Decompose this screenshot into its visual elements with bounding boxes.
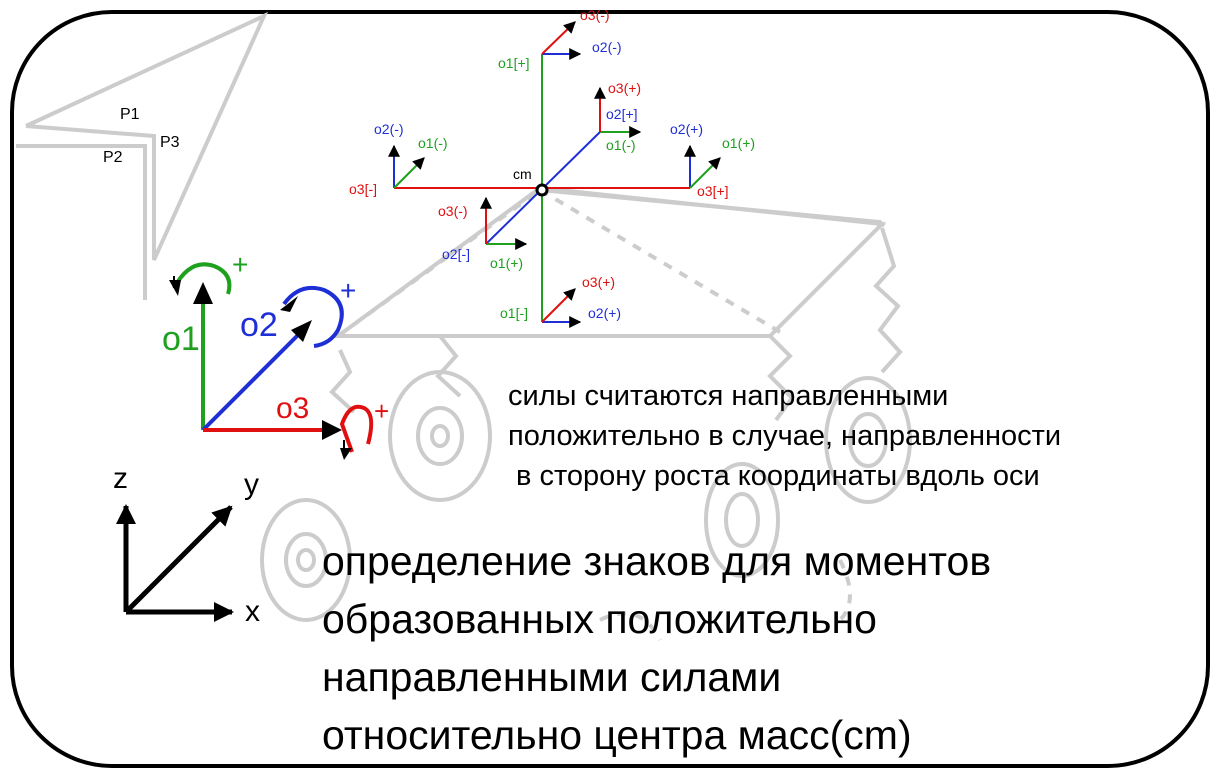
moment-arc-o2 <box>280 285 344 348</box>
force-right-o1: o1(+) <box>722 135 755 151</box>
point-p3: P3 <box>160 134 180 151</box>
title-line: образованных положительно <box>322 596 877 642</box>
axis-label-x: x <box>245 595 260 628</box>
plus-o2: + <box>340 275 356 306</box>
label-o2: o2 <box>240 306 278 344</box>
wheel-front-right <box>824 376 912 504</box>
force-back-o3: o3(+) <box>608 80 641 96</box>
force-sign-note: силы считаются направленными положительн… <box>508 376 1061 496</box>
wheel-front-left <box>388 370 492 502</box>
cm-label: cm <box>513 166 532 182</box>
moment-arc-o1 <box>169 262 232 296</box>
axis-label-z: z <box>113 462 128 495</box>
title-line: направленными силами <box>322 654 782 700</box>
plus-o3: + <box>374 396 389 426</box>
force-note-line: силы считаются направленными <box>508 380 949 412</box>
point-p2: P2 <box>103 149 123 166</box>
moment-axes <box>193 282 342 440</box>
force-bottom-o2: o2(+) <box>588 305 621 321</box>
point-p1: P1 <box>120 106 140 123</box>
moment-arc-o3 <box>339 404 374 460</box>
force-triad-right <box>684 144 721 189</box>
plus-o1: + <box>232 249 248 280</box>
coordinate-axes: z y x <box>113 462 260 628</box>
force-front-o2: o2[-] <box>442 246 470 262</box>
axis-label-y: y <box>244 468 259 501</box>
force-triad-bottom <box>541 288 582 328</box>
force-left-o2: o2(-) <box>374 121 404 137</box>
diagram-title: определение знаков для моментов образова… <box>322 532 991 764</box>
force-triad-top <box>541 21 582 60</box>
label-o3: o3 <box>276 392 309 425</box>
force-left-o3: o3[-] <box>349 181 377 197</box>
force-right-o3: o3[+] <box>697 183 729 199</box>
force-top-o1: o1[+] <box>498 55 530 71</box>
force-top-o2: o2(-) <box>592 39 622 55</box>
force-note-line: в сторону роста координаты вдоль оси <box>516 460 1040 492</box>
center-of-mass-marker <box>535 183 549 197</box>
force-back-o1: o1(-) <box>606 137 636 153</box>
label-o1: o1 <box>162 320 200 358</box>
force-system: cm o3(-) o2(-) o1[+] o3(+) o2[+] o1(-) o… <box>349 7 755 328</box>
force-note-line: положительно в случае, направленности <box>508 420 1062 452</box>
force-right-o2: o2(+) <box>670 121 703 137</box>
force-left-o1: o1(-) <box>418 135 448 151</box>
wheel-rear-left <box>260 498 352 622</box>
force-back-o2: o2[+] <box>606 106 638 122</box>
force-triad-back <box>594 86 642 138</box>
outer-frame <box>10 10 1210 768</box>
title-line: определение знаков для моментов <box>322 538 992 584</box>
robot-sketch <box>16 11 912 641</box>
force-front-o3: o3(-) <box>438 203 468 219</box>
force-bottom-o3: o3(+) <box>582 274 615 290</box>
force-triad-left <box>388 144 425 189</box>
force-front-o1: o1(+) <box>490 255 523 271</box>
force-bottom-o1: o1[-] <box>500 305 528 321</box>
force-triad-front <box>480 196 528 250</box>
title-line: относительно центра масс(cm) <box>322 712 912 758</box>
force-top-o3: o3(-) <box>580 7 610 23</box>
wheel-rear-right <box>704 462 780 578</box>
